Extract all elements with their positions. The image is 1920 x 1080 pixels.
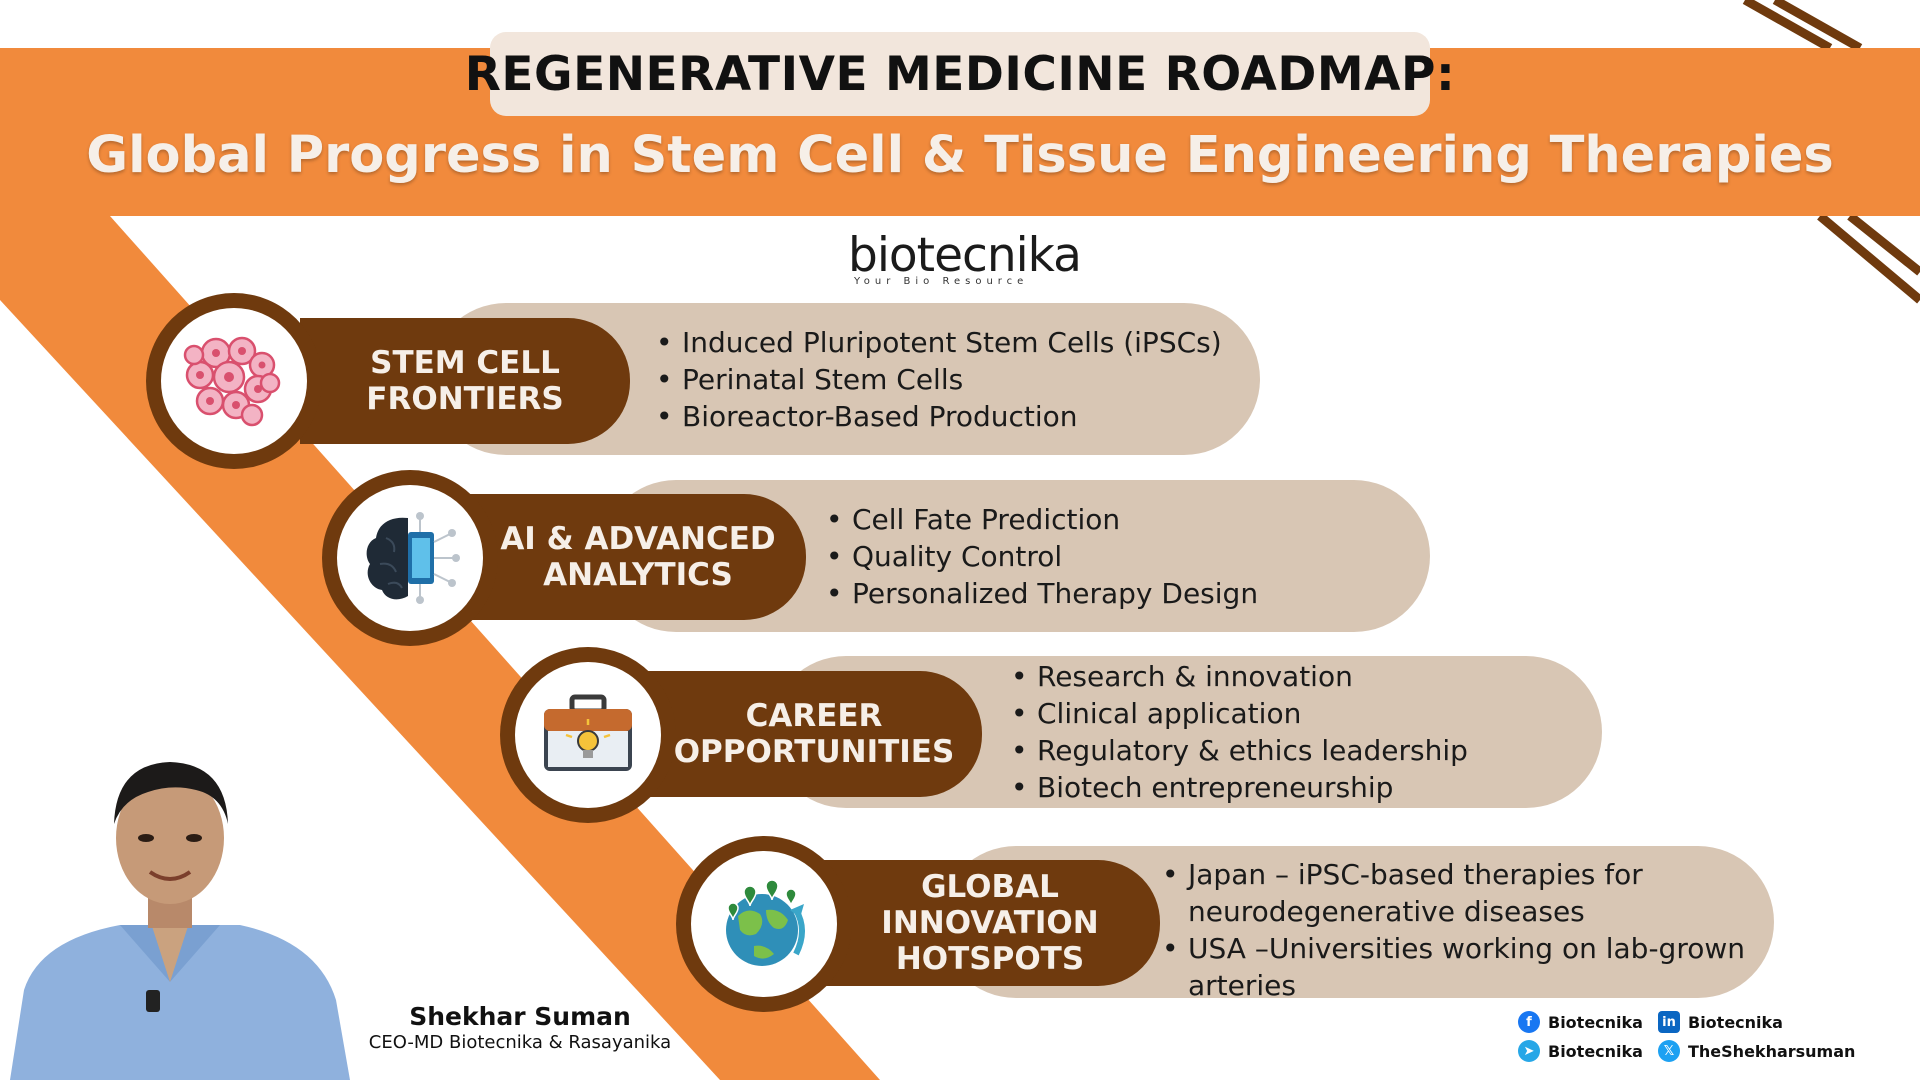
list-item: arteries [1188, 969, 1296, 1002]
list-item: Cell Fate Prediction [824, 501, 1258, 538]
row-2-label: AI & ADVANCED ANALYTICS [470, 494, 806, 620]
biotecnika-logo: biotecnika Your Bio Resource [848, 222, 1082, 298]
page-title: REGENERATIVE MEDICINE ROADMAP: [464, 46, 1456, 102]
row-4-label-line: INNOVATION [881, 905, 1099, 941]
list-item: Perinatal Stem Cells [654, 361, 1222, 398]
row-3-bullets: Research & innovation Clinical applicati… [1009, 658, 1468, 806]
globe-pins-icon [726, 879, 805, 966]
list-item: Bioreactor-Based Production [654, 398, 1222, 435]
row-4-label-line: HOTSPOTS [895, 941, 1085, 977]
row-4-bullets: Japan – iPSC-based therapies for neurode… [1160, 856, 1745, 1004]
linkedin-icon: in [1658, 1011, 1680, 1033]
row-3-icon-circle [500, 647, 676, 823]
social-telegram[interactable]: ➤ Biotecnika [1518, 1040, 1643, 1062]
row-1-label: STEM CELL FRONTIERS [300, 318, 630, 444]
social-label: Biotecnika [1548, 1041, 1643, 1061]
row-3-label-line: OPPORTUNITIES [673, 734, 955, 770]
row-1-label-line: STEM CELL [370, 345, 560, 381]
row-2-label-line: ANALYTICS [543, 557, 733, 593]
social-label: Biotecnika [1548, 1012, 1643, 1032]
row-1-label-line: FRONTIERS [366, 381, 564, 417]
logo-wordmark: biotecnika [848, 228, 1082, 283]
row-3-label: CAREER OPPORTUNITIES [646, 671, 982, 797]
stripe-right-2 [1847, 212, 1920, 276]
row-3-label-line: CAREER [745, 698, 883, 734]
stripe-top-1 [1742, 0, 1833, 52]
list-item: Quality Control [824, 538, 1258, 575]
person-name: Shekhar Suman [409, 1002, 631, 1031]
row-1-bullets: Induced Pluripotent Stem Cells (iPSCs) P… [654, 324, 1222, 435]
row-4-label-line: GLOBAL [921, 869, 1059, 905]
list-item: Biotech entrepreneurship [1009, 769, 1468, 806]
row-2-bullets: Cell Fate Prediction Quality Control Per… [824, 501, 1258, 612]
row-4-label: GLOBAL INNOVATION HOTSPOTS [820, 860, 1160, 986]
stem-cells-icon [183, 336, 281, 427]
person-role: CEO-MD Biotecnika & Rasayanika [368, 1032, 672, 1053]
social-facebook[interactable]: f Biotecnika [1518, 1011, 1643, 1033]
row-2-label-line: AI & ADVANCED [500, 521, 776, 557]
briefcase-lightbulb-icon [544, 694, 632, 771]
row-2-icon-circle [322, 470, 498, 646]
list-item: Induced Pluripotent Stem Cells (iPSCs) [654, 324, 1222, 361]
facebook-icon: f [1518, 1011, 1540, 1033]
social-x[interactable]: 𝕏 TheShekharsuman [1658, 1040, 1855, 1062]
list-item: Japan – iPSC-based therapies for [1160, 856, 1745, 893]
list-item: Research & innovation [1009, 658, 1468, 695]
list-item: Regulatory & ethics leadership [1009, 732, 1468, 769]
telegram-icon: ➤ [1518, 1040, 1540, 1062]
list-item: neurodegenerative diseases [1188, 895, 1585, 928]
title-box: REGENERATIVE MEDICINE ROADMAP: [465, 32, 1455, 116]
logo-tagline: Your Bio Resource [854, 276, 1029, 287]
stripe-top-2 [1772, 0, 1863, 52]
page-subtitle: Global Progress in Stem Cell & Tissue En… [86, 126, 1834, 185]
social-linkedin[interactable]: in Biotecnika [1658, 1011, 1783, 1033]
row-4-icon-circle [676, 836, 852, 1012]
list-item: USA –Universities working on lab-grown [1160, 930, 1745, 967]
social-label: TheShekharsuman [1688, 1041, 1856, 1061]
ai-brain-chip-icon [366, 512, 460, 604]
row-1-icon-circle [146, 293, 322, 469]
list-item: Clinical application [1009, 695, 1468, 732]
list-item: Personalized Therapy Design [824, 575, 1258, 612]
x-icon: 𝕏 [1658, 1040, 1680, 1062]
social-label: Biotecnika [1688, 1012, 1783, 1032]
stripe-right-1 [1817, 212, 1920, 304]
person-photo [10, 762, 350, 1080]
